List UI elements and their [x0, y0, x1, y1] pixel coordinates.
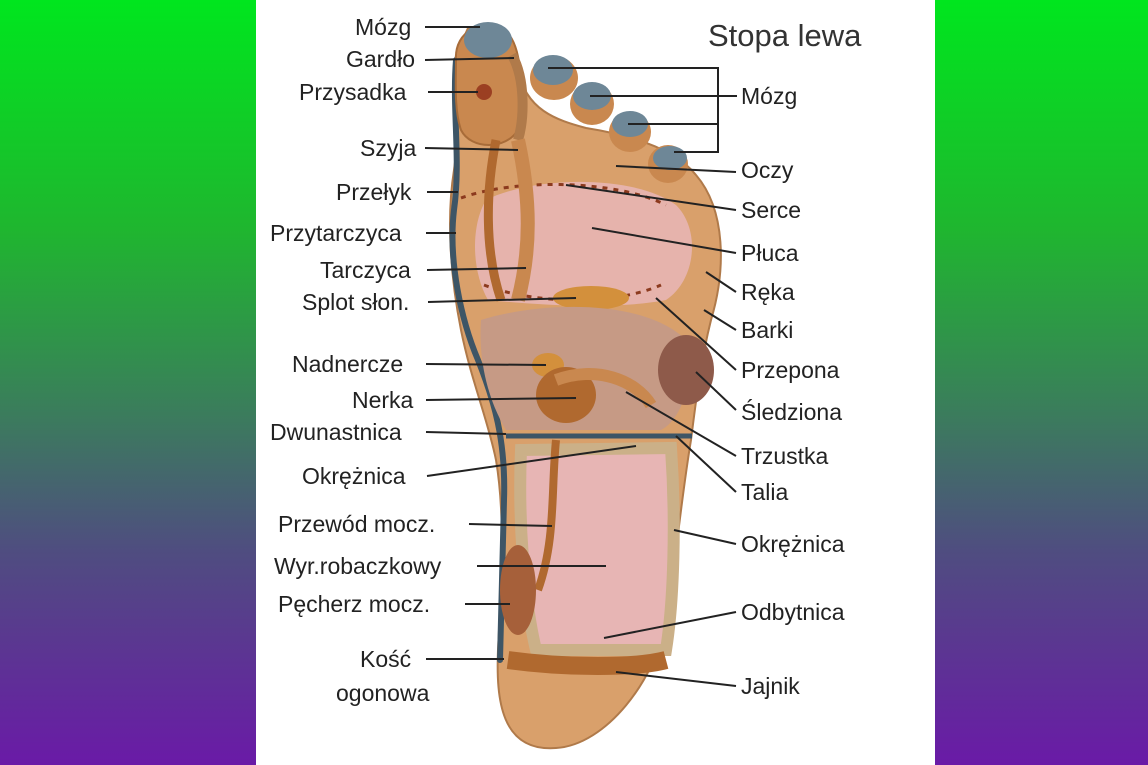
label-splot-slon: Splot słon. [302, 289, 409, 315]
kidney [536, 367, 596, 423]
label-odbytnica: Odbytnica [741, 599, 845, 625]
label-jajnik: Jajnik [741, 673, 800, 699]
spine-edge [449, 57, 508, 663]
label-przytarczyca: Przytarczyca [270, 220, 402, 246]
label-oczy: Oczy [741, 157, 794, 183]
label-przewod-mocz: Przewód mocz. [278, 511, 435, 537]
label-okreznica-right: Okrężnica [741, 531, 845, 557]
label-barki: Barki [741, 317, 793, 343]
label-szyja: Szyja [360, 135, 416, 161]
leader-lines-left [424, 26, 637, 660]
label-kosc: Kość [360, 646, 411, 672]
ovary-band [506, 651, 669, 675]
label-mozg-right: Mózg [741, 83, 797, 109]
diagram-title: Stopa lewa [708, 18, 862, 53]
label-nadnercze: Nadnercze [292, 351, 403, 377]
labels-left: Mózg Gardło Przysadka Szyja Przełyk Przy… [270, 14, 442, 706]
label-sledziona: Śledziona [741, 398, 842, 425]
diagram-panel: Stopa lewa [256, 0, 935, 765]
label-dwunastnica: Dwunastnica [270, 419, 402, 445]
label-przysadka: Przysadka [299, 79, 407, 105]
spleen [658, 335, 714, 405]
label-gardlo: Gardło [346, 46, 415, 72]
colon-frame [514, 441, 680, 656]
label-reka: Ręka [741, 279, 795, 305]
label-mozg-left: Mózg [355, 14, 411, 40]
solar-plexus [553, 286, 629, 310]
label-pecherz-mocz: Pęcherz mocz. [278, 591, 430, 617]
foot-reflexology-diagram: Stopa lewa [270, 14, 862, 750]
label-nerka: Nerka [352, 387, 414, 413]
pancreas [553, 368, 657, 409]
big-toe-tip [464, 22, 512, 58]
esophagus-band [483, 139, 506, 302]
thyroid-band [511, 138, 535, 302]
label-serce: Serce [741, 197, 801, 223]
foot-illustration [449, 22, 722, 750]
label-okreznica-left: Okrężnica [302, 463, 406, 489]
label-ogonowa: ogonowa [336, 680, 430, 706]
labels-right: Mózg Oczy Serce Płuca Ręka Barki Przepon… [741, 83, 845, 699]
label-tarczyca: Tarczyca [320, 257, 411, 283]
throat-strip [507, 52, 528, 142]
leader-lines-right [548, 67, 737, 687]
label-wyr-robaczkowy: Wyr.robaczkowy [274, 553, 442, 579]
label-trzustka: Trzustka [741, 443, 829, 469]
pituitary-dot [476, 84, 492, 100]
label-przelyk: Przełyk [336, 179, 412, 205]
label-przepona: Przepona [741, 357, 840, 383]
bladder [500, 545, 536, 635]
label-pluca: Płuca [741, 240, 799, 266]
label-talia: Talia [741, 479, 789, 505]
